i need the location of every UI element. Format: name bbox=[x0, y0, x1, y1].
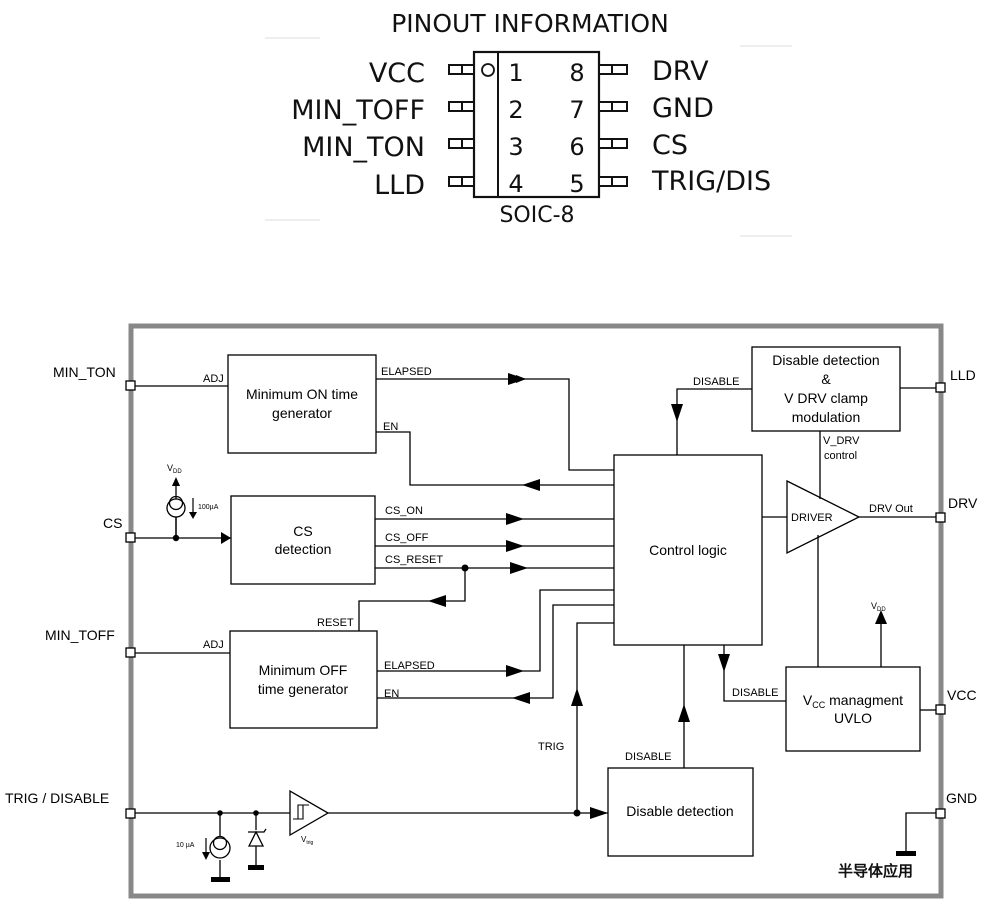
current-10ua-label: 10 µA bbox=[176, 842, 195, 849]
ext-pin-lld: LLD bbox=[950, 367, 976, 383]
min-off-label: Minimum OFF bbox=[259, 662, 348, 678]
min-on-label: generator bbox=[272, 405, 332, 421]
chip-body bbox=[472, 50, 601, 199]
vcc-management-block bbox=[785, 666, 921, 752]
signal-elapsed-top: ELAPSED bbox=[381, 366, 432, 378]
current-100ua-label: 100µA bbox=[198, 504, 219, 511]
right-pin-stubs bbox=[598, 64, 628, 187]
block-diagram: MIN_TON CS MIN_TOFF TRIG / DISABLE LLD D… bbox=[5, 323, 978, 899]
ext-pin-gnd: GND bbox=[946, 790, 977, 806]
pin-number: 6 bbox=[569, 133, 584, 161]
signal-vdrv-control: control bbox=[824, 450, 857, 462]
ext-pin-min-ton: MIN_TON bbox=[53, 364, 116, 380]
driver-label: DRIVER bbox=[791, 512, 833, 524]
signal-reset: RESET bbox=[317, 617, 354, 629]
signal-drv-out: DRV Out bbox=[869, 503, 913, 515]
pin-name-left: MIN_TON bbox=[302, 132, 425, 163]
min-on-label: Minimum ON time bbox=[246, 386, 358, 402]
vtrig-label: Vtrig bbox=[301, 835, 314, 846]
signal-adj-top: ADJ bbox=[203, 373, 224, 385]
junction-dots bbox=[172, 534, 581, 817]
signal-en-bottom: EN bbox=[384, 688, 399, 700]
disable-top-label: & bbox=[821, 371, 831, 387]
disable-top-label: Disable detection bbox=[772, 352, 879, 368]
vdd-vcc-label: VDD bbox=[871, 601, 886, 613]
signal-cs-on: CS_ON bbox=[385, 505, 423, 517]
current-source-10ua bbox=[202, 835, 231, 882]
pin-number: 7 bbox=[569, 96, 584, 124]
pin-name-right: CS bbox=[652, 130, 688, 161]
vcc-management-label: VCC managment bbox=[803, 692, 903, 710]
ext-pin-vcc: VCC bbox=[947, 687, 977, 703]
ext-pin-min-toff: MIN_TOFF bbox=[45, 627, 115, 643]
signal-cs-off: CS_OFF bbox=[385, 532, 429, 544]
signal-cs-reset: CS_RESET bbox=[385, 554, 443, 566]
pinout-section: PINOUT INFORMATION VCC MIN_TOFF MIN_TON … bbox=[265, 9, 792, 237]
pin-number: 3 bbox=[508, 133, 523, 161]
vdd-cs-label: VDD bbox=[167, 463, 182, 475]
current-source-100ua bbox=[166, 477, 197, 538]
signal-disable-top: DISABLE bbox=[693, 376, 739, 388]
ic-boundary bbox=[128, 323, 944, 899]
pin-name-left: MIN_TOFF bbox=[291, 95, 425, 126]
min-on-block bbox=[227, 354, 377, 454]
disable-bottom-label: Disable detection bbox=[626, 803, 733, 819]
wires bbox=[135, 375, 936, 878]
pin-name-right: TRIG/DIS bbox=[651, 166, 771, 197]
signal-vdrv-control: V_DRV bbox=[823, 435, 860, 447]
schmitt-trigger-icon bbox=[289, 789, 330, 837]
ext-pin-drv: DRV bbox=[948, 495, 978, 511]
signal-trig: TRIG bbox=[538, 741, 564, 753]
package-label: SOIC-8 bbox=[499, 203, 574, 228]
ext-pin-cs: CS bbox=[103, 515, 122, 531]
pin-number: 4 bbox=[508, 170, 523, 198]
pinout-title: PINOUT INFORMATION bbox=[391, 9, 669, 38]
pin1-marker bbox=[481, 63, 495, 77]
left-pin-stubs bbox=[448, 64, 475, 187]
signal-disable-vcc: DISABLE bbox=[732, 687, 778, 699]
min-off-label: time generator bbox=[258, 681, 349, 697]
disable-detection-bottom-block bbox=[607, 767, 754, 857]
signal-adj-bottom: ADJ bbox=[203, 639, 224, 651]
zener-diode-icon bbox=[247, 828, 267, 870]
ext-pin-trig-disable: TRIG / DISABLE bbox=[5, 790, 109, 806]
watermark: 半导体应用 bbox=[838, 862, 913, 880]
disable-top-label: modulation bbox=[792, 409, 861, 425]
pin-name-right: DRV bbox=[652, 56, 709, 87]
signal-elapsed-bottom: ELAPSED bbox=[384, 660, 435, 672]
signal-disable-mid: DISABLE bbox=[625, 751, 671, 763]
cs-detection-block bbox=[230, 495, 376, 585]
pin-number: 8 bbox=[569, 59, 584, 87]
cs-detection-label: CS bbox=[293, 523, 312, 539]
arrow-heads bbox=[221, 373, 887, 819]
pin-name-left: VCC bbox=[369, 58, 425, 89]
min-off-block bbox=[229, 630, 378, 729]
pin-number: 2 bbox=[508, 96, 523, 124]
signal-en-top: EN bbox=[383, 421, 398, 433]
ground-icon bbox=[896, 851, 916, 856]
control-logic-block bbox=[613, 454, 763, 646]
cs-detection-label: detection bbox=[275, 541, 332, 557]
vcc-management-label: UVLO bbox=[834, 710, 872, 726]
disable-top-label: V DRV clamp bbox=[784, 390, 868, 406]
pin-number: 1 bbox=[508, 59, 523, 87]
pin-name-left: LLD bbox=[374, 170, 425, 201]
disable-detection-top-block bbox=[751, 346, 901, 432]
pin-name-right: GND bbox=[652, 93, 714, 124]
pin-number: 5 bbox=[569, 170, 584, 198]
control-logic-label: Control logic bbox=[649, 542, 727, 558]
